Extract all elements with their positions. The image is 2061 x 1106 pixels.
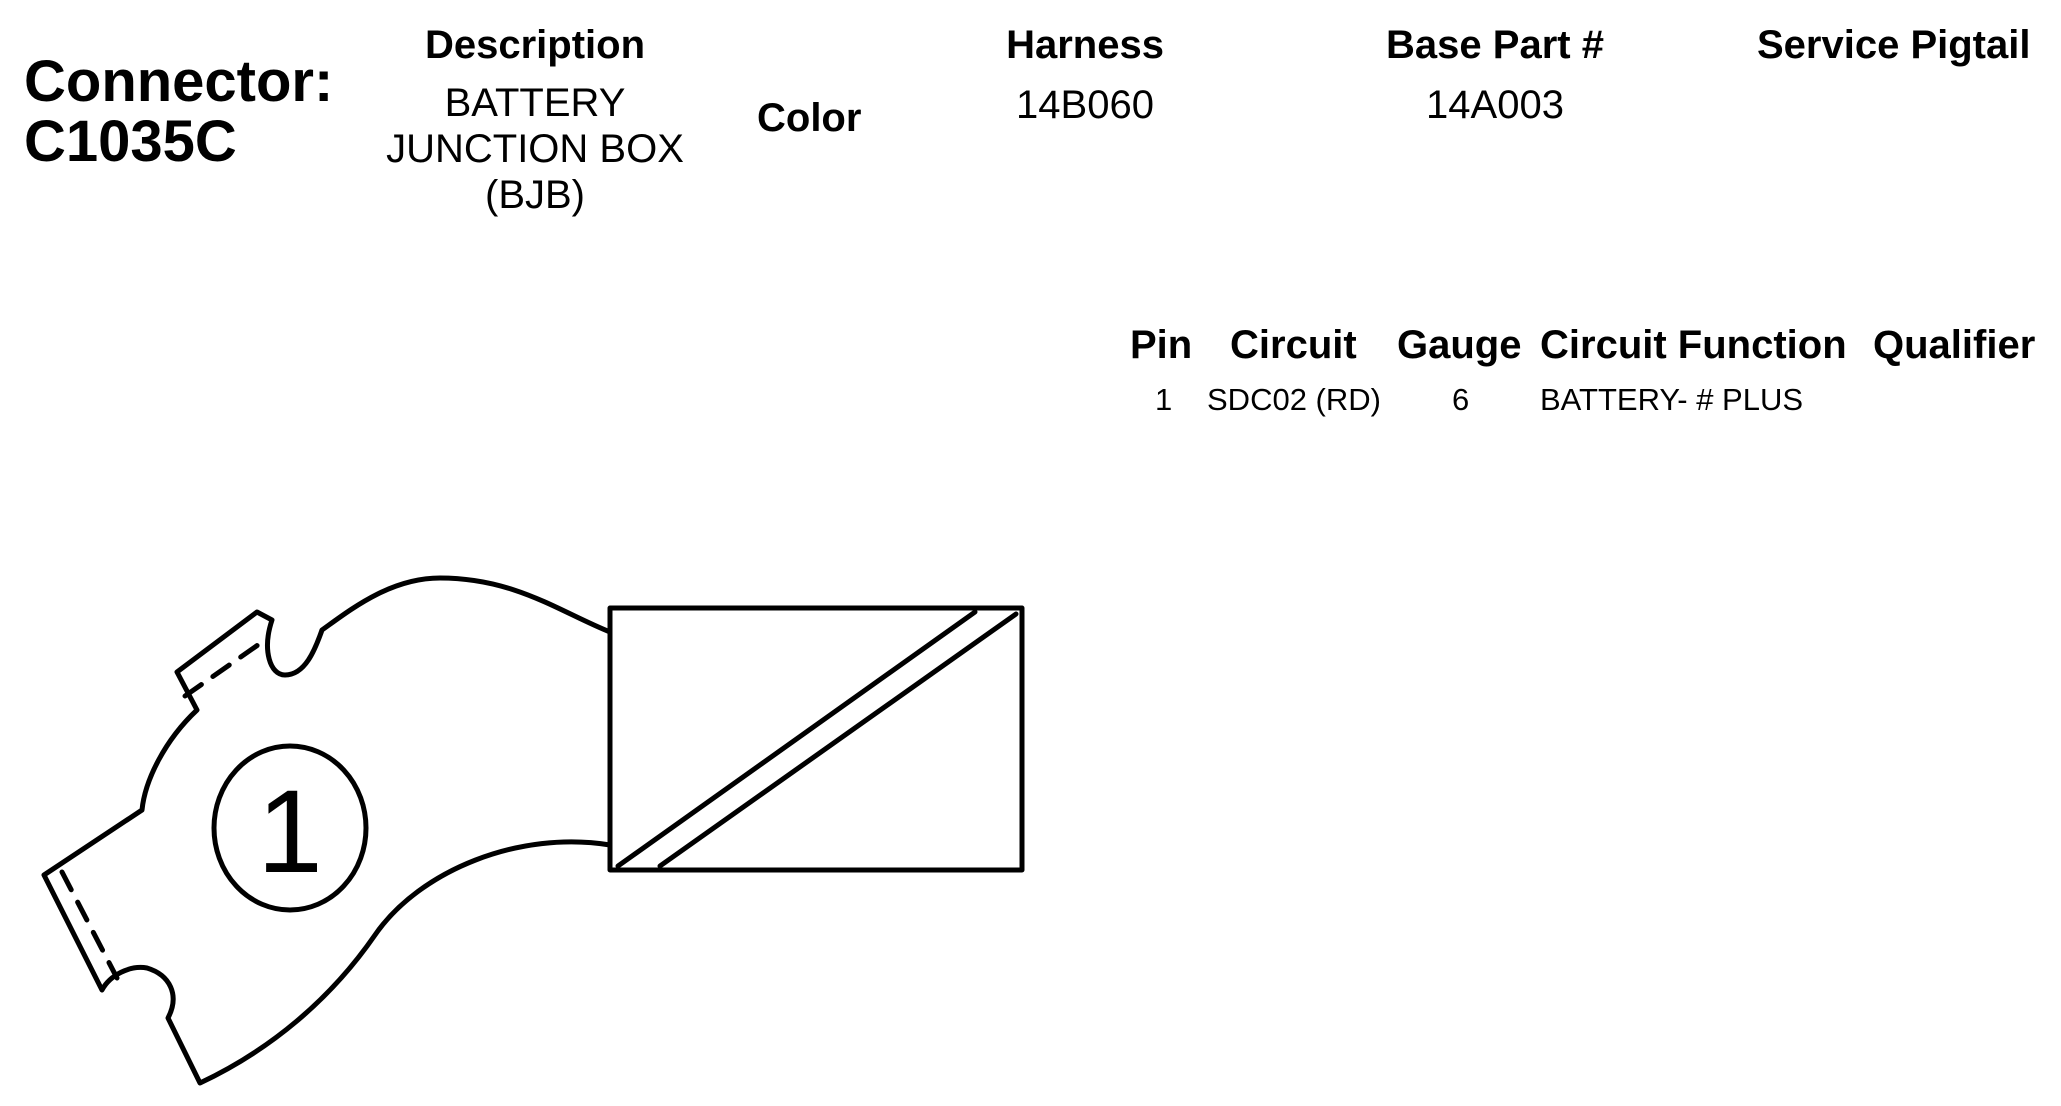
harness-header: Harness (1006, 23, 1164, 67)
base-part-header: Base Part # (1386, 23, 1604, 67)
circuit-column-header: Circuit (1230, 323, 1357, 367)
circuit-function-cell: BATTERY- # PLUS (1540, 382, 1804, 417)
pin-column-header: Pin (1130, 323, 1193, 367)
qualifier-column-header: Qualifier (1873, 323, 2036, 367)
wire-cut-line-2 (657, 611, 1019, 869)
pin-number-label: 1 (257, 766, 323, 898)
description-line: (BJB) (485, 173, 585, 217)
base-part-value: 14A003 (1426, 83, 1564, 127)
description-value: BATTERY JUNCTION BOX (BJB) (360, 80, 710, 218)
circuit-function-column-header: Circuit Function (1540, 323, 1847, 367)
wire-cut-line-1 (615, 609, 978, 869)
service-pigtail-header: Service Pigtail (1757, 23, 2031, 67)
wire-barrel-box (607, 605, 1025, 873)
color-header: Color (757, 96, 862, 140)
pin-cell: 1 (1155, 382, 1173, 417)
description-header: Description (424, 23, 646, 67)
description-line: JUNCTION BOX (386, 127, 684, 171)
tab-dash-upper (182, 637, 268, 699)
tab-dash-lower (59, 869, 120, 981)
gauge-cell: 6 (1452, 382, 1470, 417)
connector-id: C1035C (24, 109, 237, 174)
circuit-cell: SDC02 (RD) (1207, 382, 1381, 417)
description-line: BATTERY (444, 81, 626, 125)
harness-value: 14B060 (1016, 83, 1154, 127)
connector-label: Connector: (24, 49, 334, 114)
pin-circle (211, 743, 369, 913)
terminal-body-outline (41, 575, 613, 1086)
gauge-column-header: Gauge (1397, 323, 1522, 367)
connector-title: Connector: C1035C (24, 52, 333, 172)
